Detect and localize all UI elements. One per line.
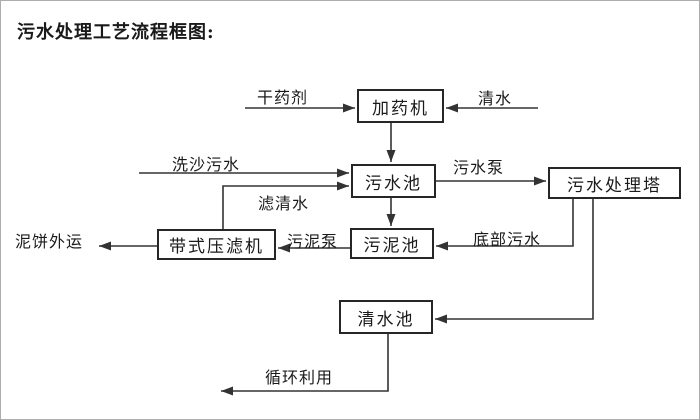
flow-label-sludge-pump: 污泥泵 [287,232,339,251]
node-sludge-pool: 污泥池 [350,228,434,259]
flow-label-filtered-water: 滤清水 [258,194,310,213]
node-clean-water-pool: 清水池 [339,300,433,334]
node-label: 污水处理塔 [567,175,662,196]
diagram-title: 污水处理工艺流程框图: [17,22,215,43]
node-label: 污水池 [365,173,422,194]
flow-label-sewage-pump: 污水泵 [453,158,505,177]
node-sewage-treatment-tower: 污水处理塔 [548,167,681,199]
flow-label-bottom-sewage: 底部污水 [473,230,542,249]
arrow-tower-to-clean-water-pool [435,199,594,324]
node-label: 污泥池 [363,236,421,256]
flow-label-sand-washing-sewage: 洗沙污水 [172,155,241,174]
node-label: 加药机 [372,98,429,119]
flow-label-mud-cake-outbound: 泥饼外运 [15,232,84,251]
node-dosing-machine: 加药机 [357,89,444,123]
flow-label-recycle-reuse: 循环利用 [265,368,334,387]
node-sewage-pool: 污水池 [351,164,436,198]
node-belt-filter-press: 带式压滤机 [157,229,276,260]
node-label: 清水池 [357,309,415,330]
node-label: 带式压滤机 [169,237,264,257]
flow-label-clean-water: 清水 [478,89,513,108]
flow-label-dry-agent: 干药剂 [257,88,309,107]
